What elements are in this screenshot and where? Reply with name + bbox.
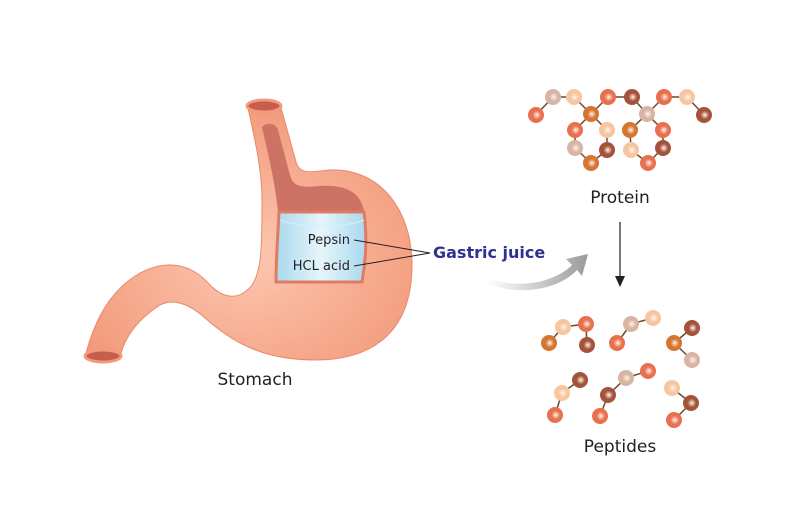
peptide-amino-acid-bead xyxy=(600,387,616,403)
peptide xyxy=(664,380,699,428)
hcl-acid-label: HCL acid xyxy=(293,259,350,274)
protein-amino-acid-bead xyxy=(624,89,640,105)
peptide-amino-acid-bead xyxy=(592,408,608,424)
protein-amino-acid-bead xyxy=(696,107,712,123)
peptides-label: Peptides xyxy=(584,437,657,457)
peptide-amino-acid-bead xyxy=(547,407,563,423)
peptide-amino-acid-bead xyxy=(666,335,682,351)
down-arrow-head xyxy=(615,276,625,287)
protein-amino-acid-bead xyxy=(566,89,582,105)
protein-amino-acid-bead xyxy=(545,89,561,105)
protein-amino-acid-bead xyxy=(623,142,639,158)
protein-label: Protein xyxy=(590,188,650,208)
hcl-leader-line xyxy=(353,252,431,267)
peptide-amino-acid-bead xyxy=(684,352,700,368)
peptide-amino-acid-bead xyxy=(572,372,588,388)
protein-amino-acid-bead xyxy=(583,106,599,122)
peptide xyxy=(592,363,656,424)
protein-amino-acid-bead xyxy=(656,89,672,105)
protein-amino-acid-bead xyxy=(640,155,656,171)
protein-amino-acid-bead xyxy=(622,122,638,138)
peptide xyxy=(547,372,588,423)
peptide-amino-acid-bead xyxy=(555,319,571,335)
peptide-amino-acid-bead xyxy=(554,385,570,401)
fluid-surface-line xyxy=(279,219,365,227)
peptide-molecules xyxy=(541,310,700,428)
stomach-label: Stomach xyxy=(218,370,293,390)
protein-amino-acid-bead xyxy=(599,142,615,158)
protein-amino-acid-bead xyxy=(679,89,695,105)
stomach-illustration xyxy=(83,98,413,364)
process-arrow xyxy=(488,254,588,291)
gastric-juice-label: Gastric juice xyxy=(433,243,545,262)
peptide xyxy=(541,316,595,353)
protein-amino-acid-bead xyxy=(567,140,583,156)
peptide-amino-acid-bead xyxy=(684,320,700,336)
pepsin-leader-line xyxy=(353,239,431,254)
protein-amino-acid-bead xyxy=(639,106,655,122)
pepsin-label: Pepsin xyxy=(308,233,350,248)
duodenum-opening xyxy=(83,348,123,364)
protein-amino-acid-bead xyxy=(567,122,583,138)
protein-amino-acid-bead xyxy=(655,122,671,138)
protein-amino-acid-bead xyxy=(583,155,599,171)
peptide-amino-acid-bead xyxy=(623,316,639,332)
stomach-cavity xyxy=(262,123,364,212)
protein-molecule xyxy=(528,89,712,171)
peptide-amino-acid-bead xyxy=(578,316,594,332)
peptide-amino-acid-bead xyxy=(664,380,680,396)
protein-amino-acid-bead xyxy=(600,89,616,105)
esophagus-opening xyxy=(245,98,283,114)
peptide-amino-acid-bead xyxy=(645,310,661,326)
peptide-amino-acid-bead xyxy=(609,335,625,351)
protein-amino-acid-bead xyxy=(655,140,671,156)
peptide-amino-acid-bead xyxy=(618,370,634,386)
protein-amino-acid-bead xyxy=(528,107,544,123)
peptide-amino-acid-bead xyxy=(579,337,595,353)
peptide-amino-acid-bead xyxy=(683,395,699,411)
peptide-amino-acid-bead xyxy=(541,335,557,351)
peptide xyxy=(666,320,700,368)
stomach-wall xyxy=(85,103,413,361)
gastric-juice-fluid xyxy=(274,210,368,284)
peptide-amino-acid-bead xyxy=(666,412,682,428)
protein-amino-acid-bead xyxy=(599,122,615,138)
peptide-amino-acid-bead xyxy=(640,363,656,379)
peptide xyxy=(609,310,661,351)
